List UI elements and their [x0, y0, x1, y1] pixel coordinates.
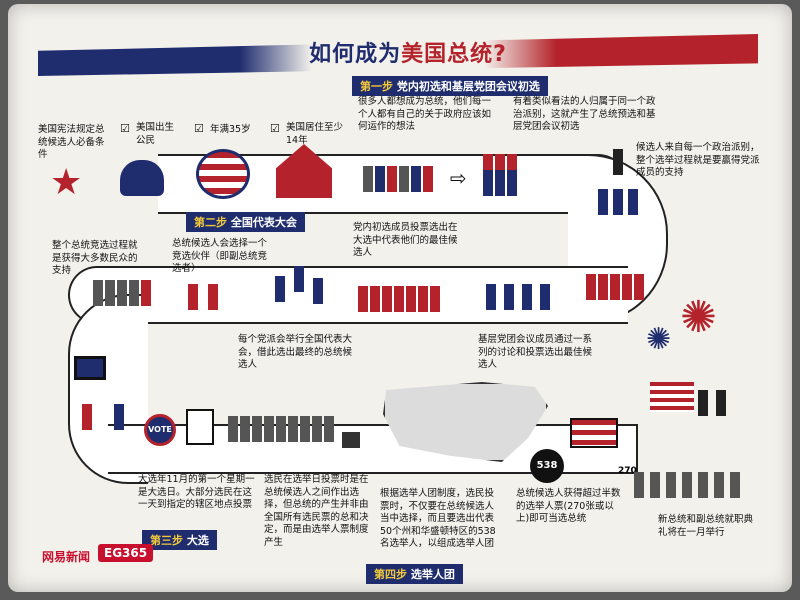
- step-2-num: 第二步: [194, 216, 227, 229]
- req-item-age: 年满35岁: [210, 124, 251, 135]
- inauguration-crowd: [634, 472, 754, 502]
- page-title: 如何成为美国总统?: [8, 36, 792, 68]
- text-caucus: 基层党团会议成员通过一系列的讨论和投票选出最佳候选人: [478, 334, 593, 370]
- req-checkbox-1: ☑: [120, 122, 130, 135]
- voter-line: [228, 416, 348, 446]
- text-election-day: 大选年11月的第一个星期一是大选日。大部分选民在这一天到指定的辖区地点投票: [138, 474, 255, 510]
- road-middle: [68, 266, 628, 324]
- step-4-label: 第四步 选举人团: [366, 564, 463, 584]
- electoral-needed: 270: [618, 466, 637, 476]
- step-4-name: 选举人团: [410, 568, 455, 581]
- title-main: 如何成为: [309, 42, 402, 67]
- step-1-label: 第一步 党内初选和基层党团会议初选: [352, 76, 548, 96]
- star-icon: ★: [50, 162, 83, 203]
- campaign-speakers: [80, 400, 140, 440]
- birth-baby-icon: [120, 160, 164, 196]
- step-2-label: 第二步 全国代表大会: [186, 212, 305, 232]
- ballot-box-icon: [342, 432, 360, 448]
- title-highlight: 美国总统?: [401, 42, 507, 67]
- text-whole-process: 整个总统竞选过程就是获得大多数民众的支持: [52, 240, 138, 276]
- red-delegates: [586, 274, 656, 314]
- running-mates: [186, 284, 226, 314]
- candidate-podium: [593, 149, 653, 229]
- caucus-debaters: [486, 274, 556, 314]
- step-3-num: 第三步: [150, 534, 183, 547]
- text-inauguration: 新总统和副总统就职典礼将在一月举行: [658, 514, 754, 538]
- text-many-want: 很多人都想成为总统，他们每一个人都有自己的关于政府应该如何运作的想法: [358, 96, 492, 132]
- tv-icon: [74, 356, 106, 380]
- vote-badge: VOTE: [144, 414, 176, 446]
- text-running-mate: 总统候选人会选择一个竞选伙伴（即副总统竞选者）: [172, 238, 268, 274]
- requirements-intro: 美国宪法规定总统候选人必备条件: [38, 124, 105, 160]
- crowd-parties: [483, 154, 563, 196]
- fireworks-icon: ✺: [680, 292, 717, 343]
- step-3-label: 第三步 大选: [142, 530, 217, 550]
- supporters-crowd: [93, 280, 163, 310]
- req-checkbox-3: ☑: [270, 122, 280, 135]
- flag-icon: [570, 418, 618, 448]
- text-candidates-from: 候选人来自每一个政治派别，整个选举过程就是要赢得党派成员的支持: [636, 142, 760, 178]
- winners-podium: [270, 266, 330, 314]
- step-3-name: 大选: [186, 534, 209, 547]
- text-voters-choose: 选民在选举日投票时是在总统候选人之间作出选择，但总统的产生并非由全国所有选民票的…: [264, 474, 369, 548]
- crowd-mixed: [363, 154, 443, 196]
- eg365-logo: EG365: [98, 544, 154, 562]
- step-4-num: 第四步: [374, 568, 407, 581]
- primary-voters: [358, 286, 448, 314]
- step-1-name: 党内初选和基层党团会议初选: [396, 80, 540, 93]
- electoral-total-badge: 538: [530, 449, 564, 483]
- text-like-minded: 有着类似看法的人归属于同一个政治派别，这就产生了总统预选和基层党团会议初选: [513, 96, 656, 132]
- ballot-icon: [186, 409, 214, 445]
- text-electoral-college: 根据选举人团制度，选民投票时，不仅要在总统候选人当中选择，而且要选出代表50个州…: [380, 488, 496, 549]
- age-cake-icon: [196, 149, 250, 199]
- step-2-name: 全国代表大会: [230, 216, 297, 229]
- fireworks-icon-small: ✺: [646, 322, 672, 357]
- netease-logo: 网易新闻: [42, 550, 91, 564]
- req-item-birth: 美国出生公民: [136, 122, 175, 146]
- text-primary-choose: 党内初选成员投票选出在大选中代表他们的最佳候选人: [353, 222, 458, 258]
- req-item-residence: 美国居住至少14年: [286, 122, 344, 146]
- text-convention: 每个党派会举行全国代表大会，借此选出最终的总统候选人: [238, 334, 353, 370]
- president-flag: [650, 382, 694, 412]
- text-win-270: 总统候选人获得超过半数的选举人票(270张或以上)即可当选总统: [516, 488, 621, 524]
- req-checkbox-2: ☑: [194, 122, 204, 135]
- arrow-right-icon: ⇨: [450, 166, 467, 190]
- infographic-page: 如何成为美国总统? 美国宪法规定总统候选人必备条件 ☑ 美国出生公民 ☑ 年满3…: [8, 4, 792, 592]
- step-1-num: 第一步: [360, 80, 393, 93]
- president-figures: [698, 384, 738, 424]
- house-icon: [276, 144, 332, 198]
